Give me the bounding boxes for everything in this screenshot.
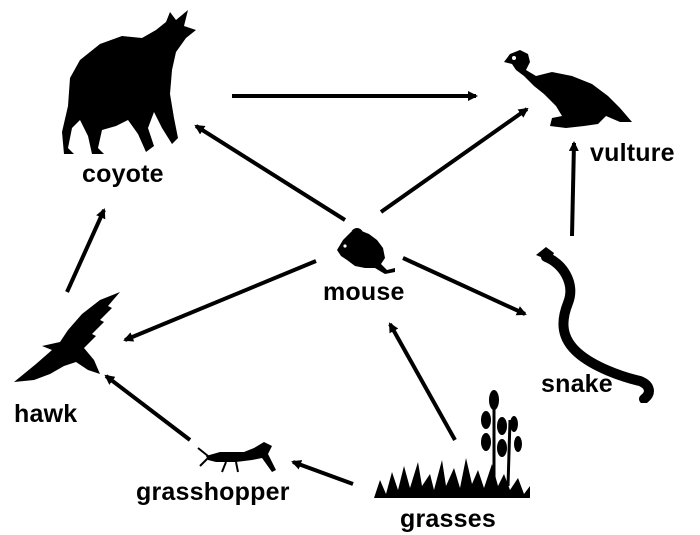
coyote-label: coyote (82, 160, 164, 189)
arrow-mouse-to-coyote (196, 126, 345, 220)
grasses-icon (374, 390, 532, 500)
arrow-hawk-to-coyote (67, 210, 104, 292)
arrow-grasses-to-grasshopper (293, 462, 353, 484)
grasshopper-label: grasshopper (136, 478, 290, 507)
hawk-icon (12, 290, 124, 386)
grasses-label: grasses (400, 505, 496, 534)
grasshopper-icon (196, 438, 278, 474)
vulture-icon (502, 42, 637, 132)
arrow-mouse-to-hawk (125, 261, 316, 340)
vulture-label: vulture (590, 139, 675, 168)
snake-label: snake (541, 370, 613, 399)
hawk-label: hawk (14, 400, 77, 429)
mouse-icon (335, 224, 397, 276)
coyote-icon (58, 8, 198, 158)
arrow-mouse-to-snake (403, 258, 525, 314)
arrow-snake-to-vulture (572, 143, 574, 236)
mouse-label: mouse (323, 278, 405, 307)
